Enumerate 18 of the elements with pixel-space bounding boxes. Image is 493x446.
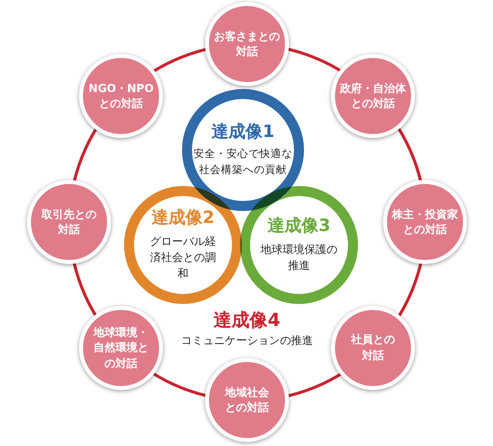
goal-heading: 達成像1 xyxy=(212,122,274,142)
circle-label: 地域社会との対話 xyxy=(224,384,270,416)
circle-label: 政府・自治体との対話 xyxy=(338,80,407,112)
ring-description: コミュニケーションの推進 xyxy=(181,334,313,348)
circle-label: 取引先との対話 xyxy=(40,206,98,238)
circle-label: NGO・NPOとの対話 xyxy=(88,80,155,112)
ring-heading: 達成像4 xyxy=(214,310,280,332)
circle-label: お客さまとの対話 xyxy=(213,28,281,60)
goal-heading: 達成像2 xyxy=(152,208,214,229)
circle-label: 株主・投資家との対話 xyxy=(390,206,459,238)
goal-ring xyxy=(124,186,242,304)
goal-description: 地球環境保護の推進 xyxy=(260,242,338,274)
goal-heading: 達成像3 xyxy=(268,216,330,237)
circle-label: 社員との対話 xyxy=(350,332,396,364)
goal-description: 安全・安心で快適な社会構築への貢献 xyxy=(192,147,294,178)
goal-description: グローバル経済社会との調和 xyxy=(149,234,217,282)
circle-label: 地球環境・自然環境との対話 xyxy=(92,324,150,371)
goal-ring xyxy=(240,186,358,304)
